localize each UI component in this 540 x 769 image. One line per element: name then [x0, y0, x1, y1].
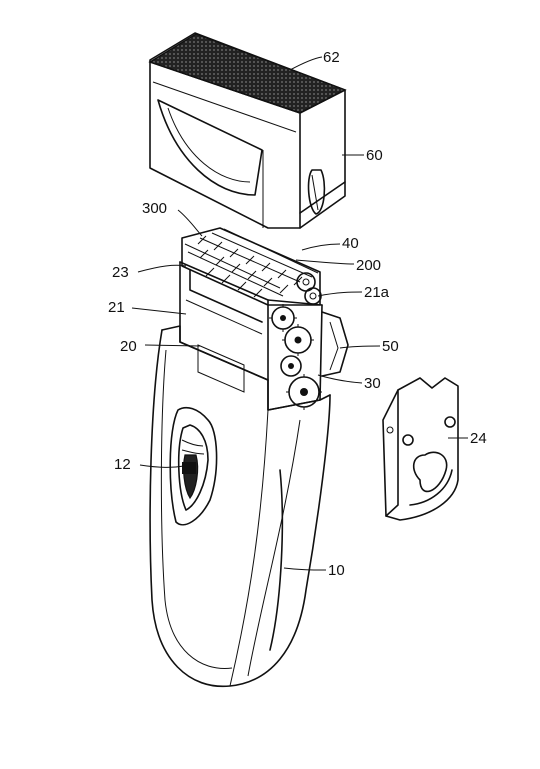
inner-frame [179, 261, 323, 411]
side-cover [382, 377, 459, 521]
label-60: 60 [366, 147, 383, 164]
label-10: 10 [328, 562, 345, 579]
gear-train [269, 304, 322, 410]
label-20: 20 [120, 338, 137, 355]
label-24: 24 [470, 430, 487, 447]
switch-button [181, 439, 205, 500]
switch-plate [169, 406, 218, 526]
cover-cap [148, 32, 347, 229]
label-50: 50 [382, 338, 399, 355]
comb-teeth [197, 235, 303, 298]
label-12: 12 [114, 456, 131, 473]
label-21: 21 [108, 299, 125, 316]
roller-head [181, 227, 322, 306]
foil-top [148, 33, 347, 114]
leader-lines [131, 56, 468, 571]
label-21a: 21a [364, 284, 390, 301]
label-40: 40 [342, 235, 359, 252]
bracket [321, 311, 349, 377]
label-62: 62 [323, 49, 340, 66]
roller-ends [296, 272, 322, 305]
label-30: 30 [364, 375, 381, 392]
reference-labels: 62 60 300 40 200 23 21a 21 50 20 30 24 1… [108, 49, 487, 579]
main-body [149, 325, 331, 688]
label-300: 300 [142, 200, 167, 217]
label-200: 200 [356, 257, 381, 274]
label-23: 23 [112, 264, 129, 281]
